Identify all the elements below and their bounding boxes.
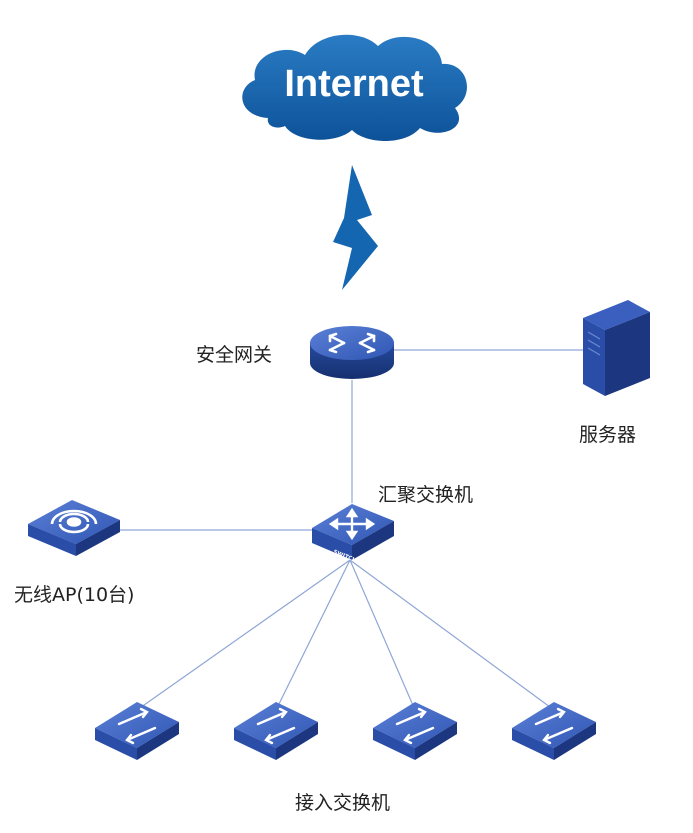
lightning-bolt-icon bbox=[333, 165, 378, 290]
cloud-icon: Internet bbox=[242, 34, 467, 141]
link-core-access-1 bbox=[136, 559, 351, 711]
server-label: 服务器 bbox=[579, 424, 637, 446]
access-switches-label: 接入交换机 bbox=[295, 792, 391, 814]
link-core-access-3 bbox=[349, 559, 416, 711]
wireless-ap-label: 无线AP(10台) bbox=[14, 584, 135, 606]
access-switch-3 bbox=[373, 702, 457, 760]
access-switch-2 bbox=[234, 702, 318, 760]
link-core-access-2 bbox=[275, 559, 351, 711]
access-switch-1 bbox=[95, 702, 179, 760]
gateway-label: 安全网关 bbox=[196, 344, 273, 366]
link-core-access-4 bbox=[349, 559, 555, 711]
access-switch-4 bbox=[512, 702, 596, 760]
cloud-label: Internet bbox=[284, 63, 424, 105]
core-switch-label: 汇聚交换机 bbox=[378, 484, 474, 506]
layer3-switch-icon: SWITCH bbox=[312, 504, 394, 564]
links bbox=[120, 349, 588, 711]
router-icon bbox=[310, 326, 394, 379]
wireless-ap-icon bbox=[28, 500, 120, 556]
server-tower-icon bbox=[583, 300, 650, 396]
